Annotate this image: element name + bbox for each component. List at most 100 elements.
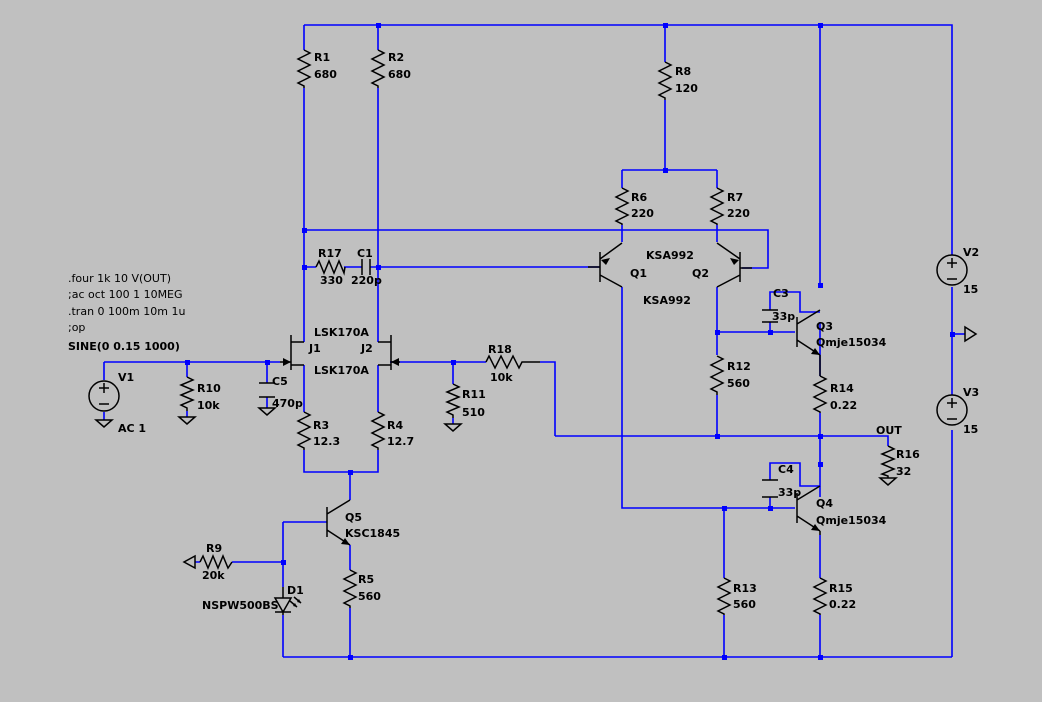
resistor-r6-symbol[interactable] <box>614 187 630 225</box>
c4-name: C4 <box>778 463 794 476</box>
directive-ac[interactable]: ;ac oct 100 1 10MEG <box>68 288 183 301</box>
ground-icon <box>964 325 978 343</box>
c5-value: 470p <box>272 397 303 410</box>
voltage-source-v2[interactable] <box>936 254 968 286</box>
q1-name: Q1 <box>630 267 647 280</box>
resistor-r11-symbol[interactable] <box>445 383 461 418</box>
r5-name: R5 <box>358 573 374 586</box>
voltage-source-v1[interactable] <box>88 380 120 412</box>
v2-name: V2 <box>963 246 979 259</box>
ground-icon <box>878 477 898 486</box>
r7-value: 220 <box>727 207 750 220</box>
d1-part: NSPW500BS <box>202 599 279 612</box>
jfet-j2-symbol[interactable] <box>378 335 400 370</box>
r3-name: R3 <box>313 419 329 432</box>
r16-value: 32 <box>896 465 911 478</box>
r15-name: R15 <box>829 582 853 595</box>
r11-value: 510 <box>462 406 485 419</box>
transistor-q1-symbol[interactable] <box>588 242 623 288</box>
led-d1-symbol[interactable] <box>273 587 302 615</box>
r1-name: R1 <box>314 51 330 64</box>
r17-value: 330 <box>320 274 343 287</box>
jfet-j1-symbol[interactable] <box>280 335 304 370</box>
resistor-r13-symbol[interactable] <box>716 577 732 615</box>
r6-value: 220 <box>631 207 654 220</box>
c1-value: 220p <box>351 274 382 287</box>
ground-icon <box>257 407 277 416</box>
transistor-q5-symbol[interactable] <box>326 499 351 546</box>
resistors <box>179 49 896 615</box>
r10-name: R10 <box>197 382 221 395</box>
r2-name: R2 <box>388 51 404 64</box>
resistor-r2-symbol[interactable] <box>370 49 386 88</box>
r13-value: 560 <box>733 598 756 611</box>
resistor-r10-symbol[interactable] <box>179 376 195 411</box>
directive-op[interactable]: ;op <box>68 321 85 334</box>
resistor-r14-symbol[interactable] <box>812 375 828 413</box>
q2-part: KSA992 <box>643 294 691 307</box>
v3-name: V3 <box>963 386 979 399</box>
q4-name: Q4 <box>816 497 833 510</box>
r12-value: 560 <box>727 377 750 390</box>
directive-four[interactable]: .four 1k 10 V(OUT) <box>68 272 171 285</box>
resistor-r15-symbol[interactable] <box>812 577 828 615</box>
resistor-r5-symbol[interactable] <box>342 569 358 608</box>
r11-name: R11 <box>462 388 486 401</box>
r15-value: 0.22 <box>829 598 856 611</box>
resistor-r4-symbol[interactable] <box>370 411 386 450</box>
r2-value: 680 <box>388 68 411 81</box>
resistor-r16-symbol[interactable] <box>879 445 896 478</box>
component-labels: R1 680 R2 680 R8 120 R6 220 R7 220 R17 3… <box>118 51 979 612</box>
transistor-q4-symbol[interactable] <box>796 485 821 535</box>
c3-name: C3 <box>773 287 789 300</box>
r13-name: R13 <box>733 582 757 595</box>
ground-icon <box>182 554 196 570</box>
transistor-q2-symbol[interactable] <box>716 242 752 288</box>
q5-name: Q5 <box>345 511 362 524</box>
ground-icon <box>94 419 114 428</box>
r9-name: R9 <box>206 542 222 555</box>
r14-name: R14 <box>830 382 854 395</box>
spice-directives: .four 1k 10 V(OUT) ;ac oct 100 1 10MEG .… <box>68 272 185 353</box>
r1-value: 680 <box>314 68 337 81</box>
r8-name: R8 <box>675 65 691 78</box>
ground-icon <box>177 416 197 425</box>
ground-icon <box>443 423 463 432</box>
resistor-r1-symbol[interactable] <box>296 49 312 88</box>
resistor-r18-symbol[interactable] <box>485 354 540 370</box>
resistor-r12-symbol[interactable] <box>709 355 725 395</box>
v1-sine-spec[interactable]: SINE(0 0.15 1000) <box>68 340 180 353</box>
resistor-r17-symbol[interactable] <box>315 259 346 276</box>
j2-name: J2 <box>360 342 373 355</box>
q2-name: Q2 <box>692 267 709 280</box>
r6-name: R6 <box>631 191 647 204</box>
voltage-source-v3[interactable] <box>936 394 968 426</box>
r17-name: R17 <box>318 247 342 260</box>
v1-name: V1 <box>118 371 134 384</box>
resistor-r7-symbol[interactable] <box>709 187 725 225</box>
resistor-r9-symbol[interactable] <box>199 554 233 570</box>
capacitors <box>259 259 778 498</box>
capacitor-c4-symbol[interactable] <box>762 479 778 498</box>
directive-tran[interactable]: .tran 0 100m 10m 1u <box>68 305 185 318</box>
r4-value: 12.7 <box>387 435 414 448</box>
c5-name: C5 <box>272 375 288 388</box>
r16-name: R16 <box>896 448 920 461</box>
transistor-q3-symbol[interactable] <box>796 309 821 376</box>
r8-value: 120 <box>675 82 698 95</box>
net-label-out: OUT <box>876 424 902 437</box>
resistor-r8-symbol[interactable] <box>657 61 673 100</box>
junctions <box>185 23 955 660</box>
resistor-r3-symbol[interactable] <box>296 411 312 450</box>
capacitor-c1-symbol[interactable] <box>361 259 371 275</box>
capacitor-c3-symbol[interactable] <box>762 309 778 323</box>
v3-value: 15 <box>963 423 978 436</box>
q3-part: Qmje15034 <box>816 336 887 349</box>
r5-value: 560 <box>358 590 381 603</box>
c3-value: 33p <box>772 310 795 323</box>
v2-value: 15 <box>963 283 978 296</box>
d1-name: D1 <box>287 584 304 597</box>
c4-value: 33p <box>778 486 801 499</box>
capacitor-c5-symbol[interactable] <box>259 382 275 398</box>
